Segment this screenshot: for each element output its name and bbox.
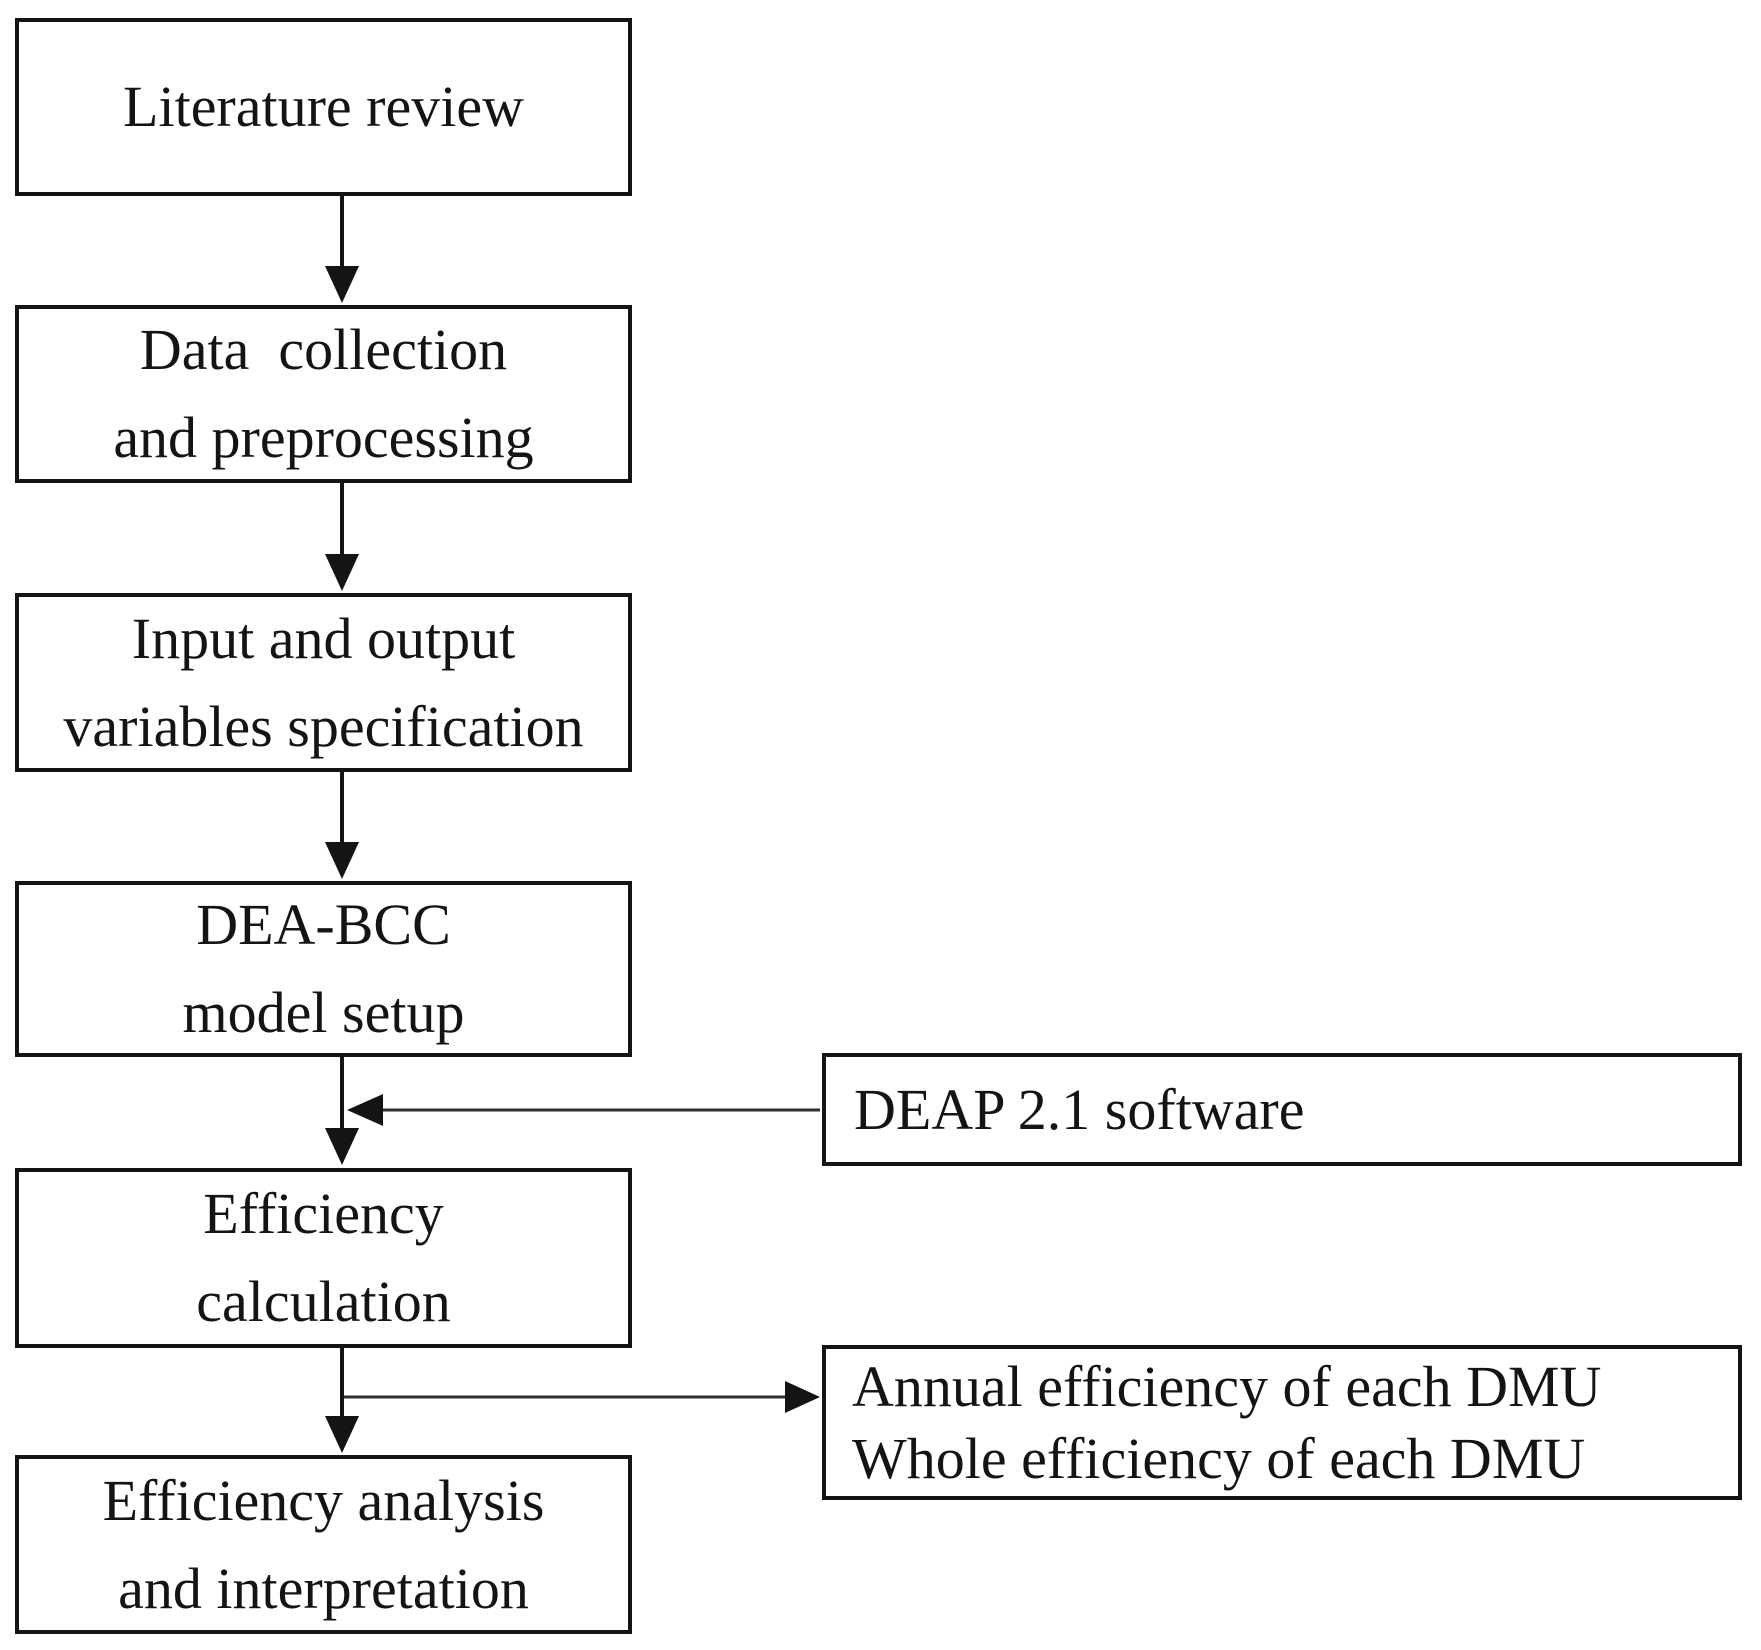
arrowhead-down-icon (325, 1128, 359, 1165)
flow-box-label: DEAP 2.1 software (854, 1076, 1305, 1142)
arrowhead-down-icon (325, 554, 359, 591)
flow-box-dea-bcc-model-setup: DEA-BCC model setup (15, 881, 632, 1057)
flow-box-label: and preprocessing (113, 405, 534, 470)
flow-box-data-collection: Data collection and preprocessing (15, 305, 632, 483)
flow-box-label: Annual efficiency of each DMU (852, 1353, 1602, 1419)
flow-box-label: DEA-BCC (196, 892, 451, 957)
flow-arrow-dea-bcc-to-efficiency-calculation (325, 1057, 359, 1165)
arrowhead-down-icon (325, 266, 359, 303)
flow-box-label: and interpretation (118, 1555, 529, 1621)
flow-box-label: Efficiency analysis (102, 1467, 545, 1533)
arrowhead-down-icon (325, 1416, 359, 1453)
flow-box-label: Efficiency (203, 1181, 444, 1246)
flow-box-label: Whole efficiency of each DMU (852, 1425, 1586, 1491)
flow-arrow-efficiency-calculation-to-analysis (325, 1348, 359, 1453)
flow-box-literature-review: Literature review (15, 18, 632, 196)
arrowhead-right-icon (785, 1381, 820, 1413)
arrowhead-left-icon (347, 1094, 383, 1126)
connector-deap-software-into-flow (347, 1094, 820, 1126)
flow-box-dmu-efficiency-outputs: Annual efficiency of each DMU Whole effi… (822, 1345, 1742, 1500)
flow-box-io-variables-specification: Input and output variables specification (15, 593, 632, 772)
flow-box-efficiency-calculation: Efficiency calculation (15, 1168, 632, 1348)
flow-box-label: Literature review (123, 74, 524, 139)
flow-box-label: variables specification (63, 693, 584, 759)
flow-arrow-data-collection-to-io-variables (325, 483, 359, 591)
flow-box-label: model setup (182, 980, 465, 1045)
flow-box-deap-software: DEAP 2.1 software (822, 1053, 1742, 1166)
connector-flow-to-outputs (344, 1381, 820, 1413)
flow-arrow-io-variables-to-dea-bcc (325, 772, 359, 879)
flow-box-label: calculation (196, 1269, 451, 1334)
flow-arrow-literature-to-data-collection (325, 196, 359, 303)
flow-box-efficiency-analysis: Efficiency analysis and interpretation (15, 1455, 632, 1634)
flow-box-label: Input and output (131, 605, 516, 671)
arrowhead-down-icon (325, 842, 359, 879)
flow-box-label: Data collection (139, 317, 508, 382)
